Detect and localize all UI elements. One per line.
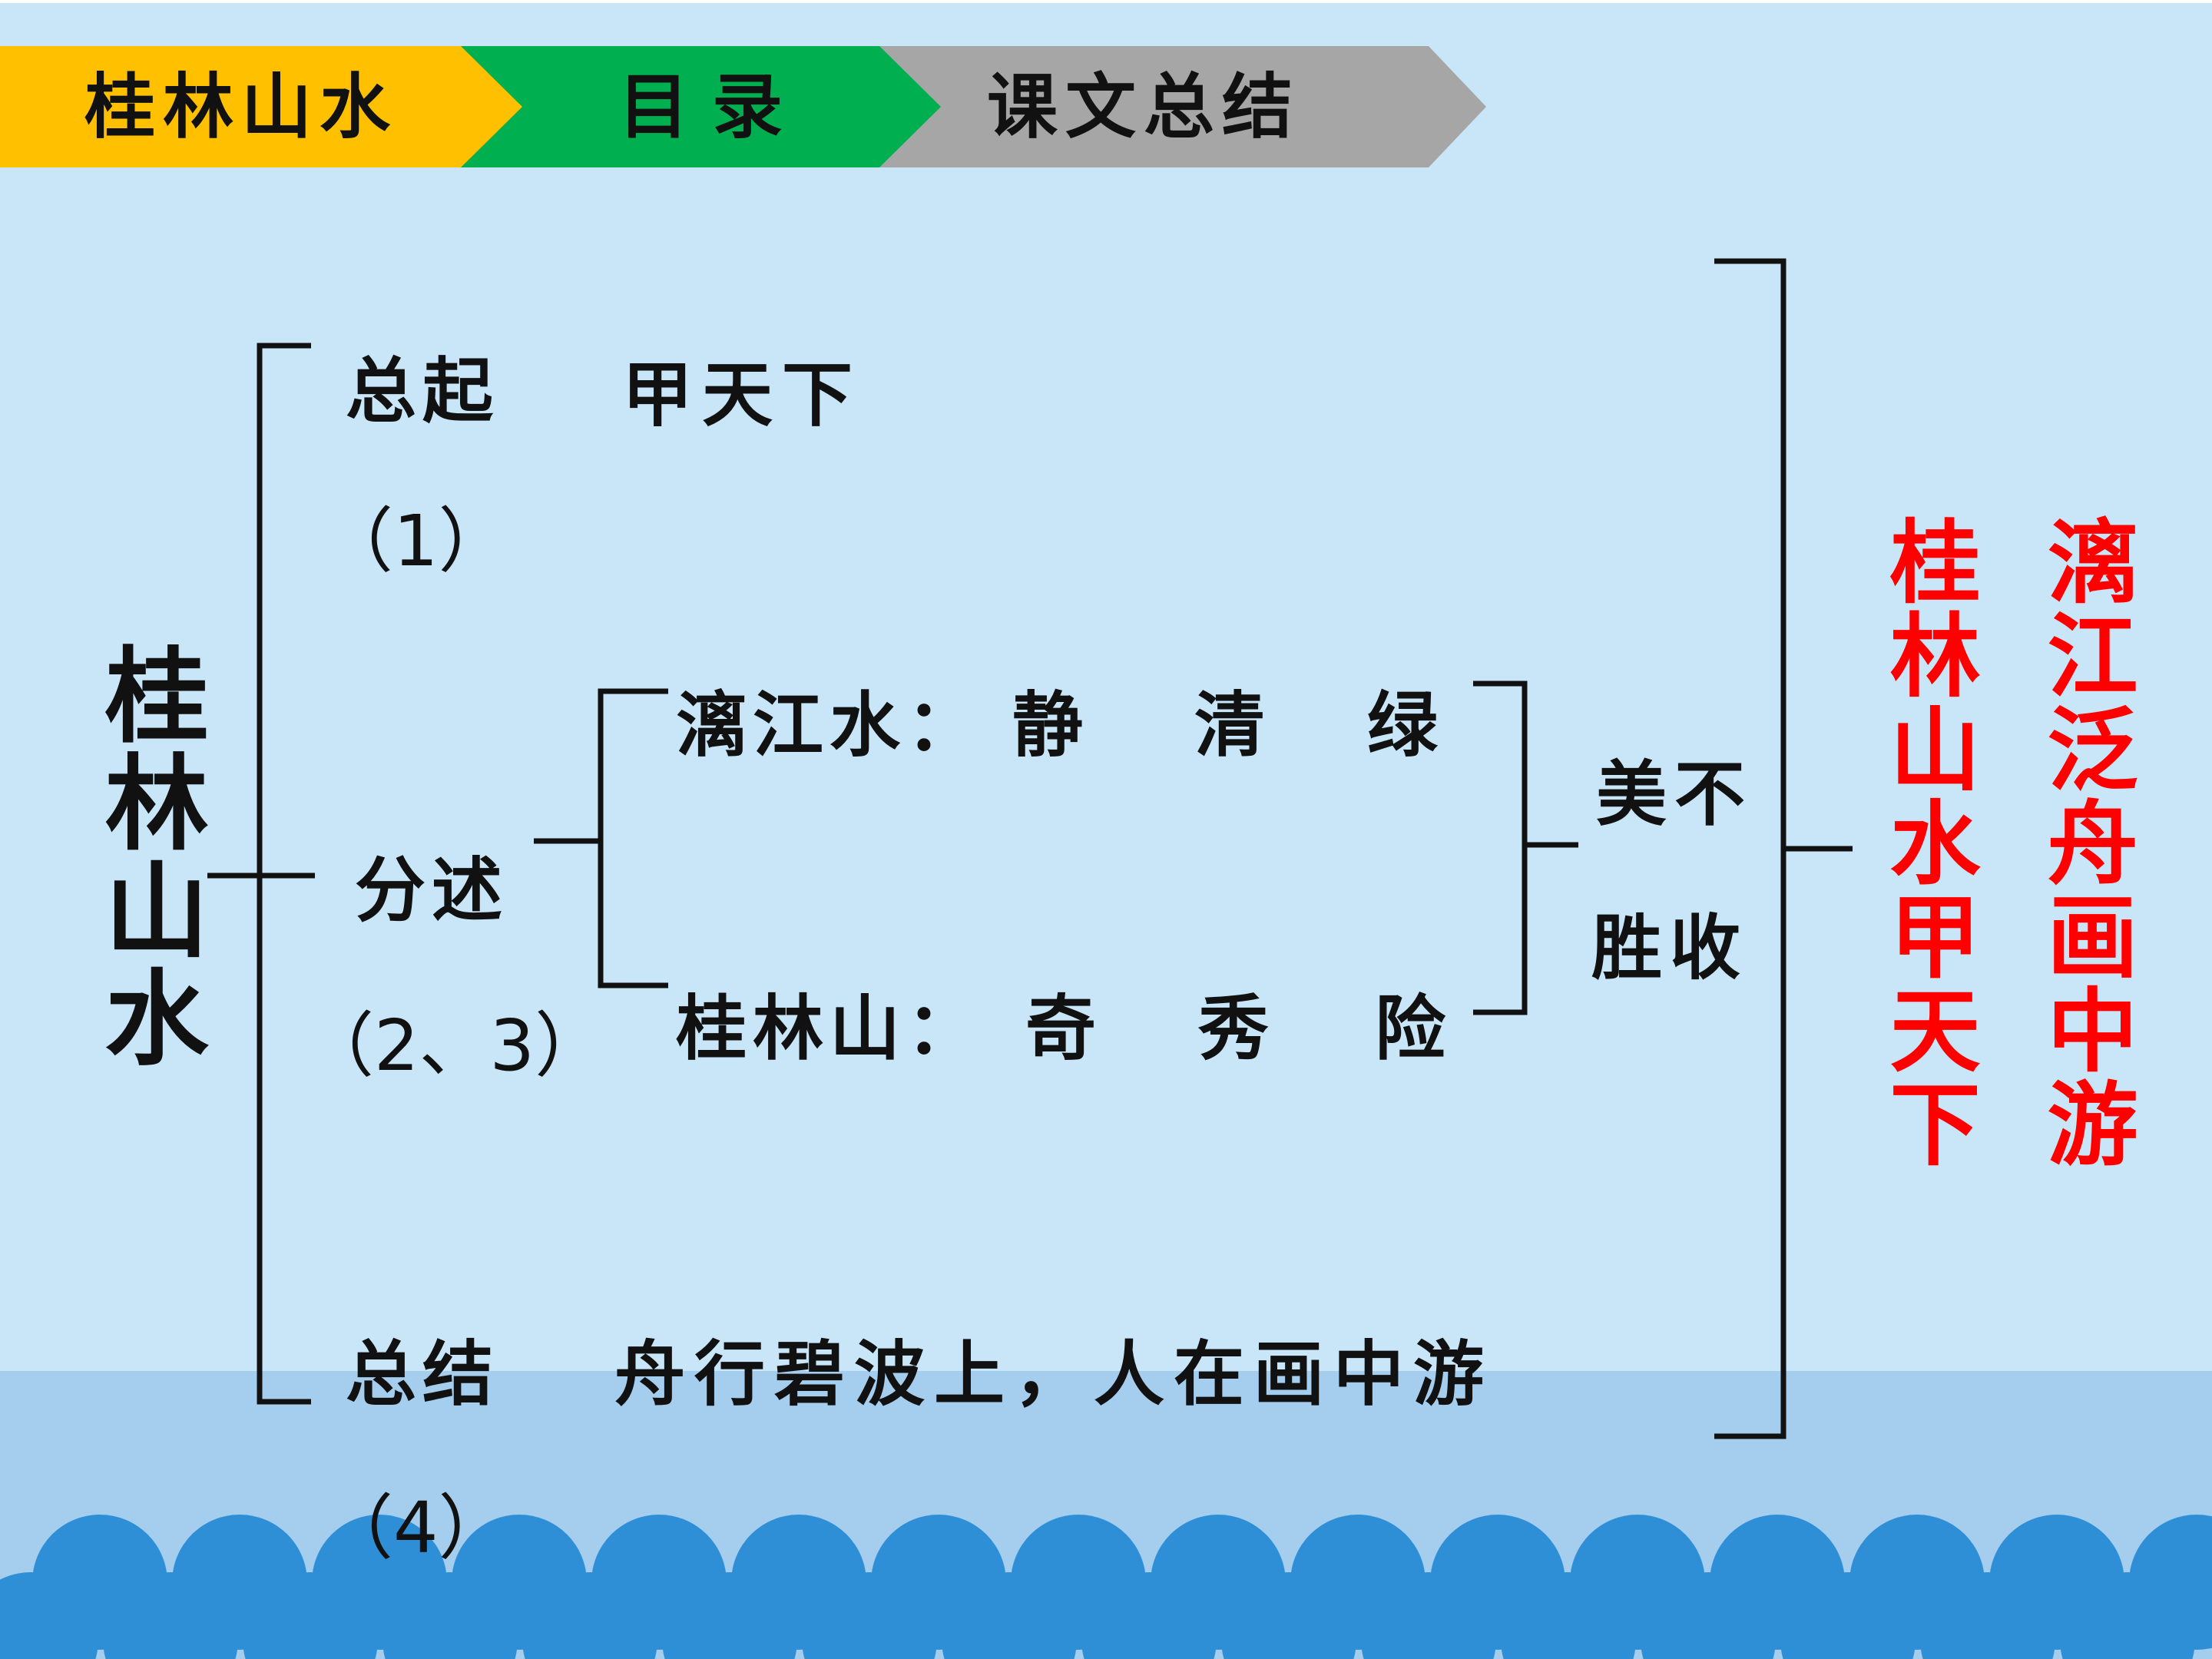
mountain-trait-1: 奇 bbox=[1025, 987, 1097, 1070]
water-title: 漓江水： bbox=[676, 684, 984, 767]
tab-bg-green bbox=[461, 46, 941, 167]
red-summary-right: 漓江泛舟画中游 bbox=[2032, 515, 2138, 1171]
conclusion-heading: 总结 bbox=[346, 1333, 500, 1416]
conclusion-summary: 舟行碧波上，人在画中游 bbox=[614, 1333, 1494, 1416]
merge-text-line2: 胜收 bbox=[1591, 906, 1749, 989]
detail-paragraphs: （2、3） bbox=[303, 1005, 606, 1087]
intro-paragraphs: （1） bbox=[323, 500, 509, 582]
intro-summary: 甲天下 bbox=[622, 353, 863, 436]
water-trait-2: 清 bbox=[1194, 684, 1266, 767]
nav-arrows bbox=[0, 0, 2212, 167]
tab-summary[interactable]: 课文总结 bbox=[987, 65, 1301, 148]
intro-heading: 总起 bbox=[346, 349, 500, 432]
tab-bg-gray bbox=[879, 46, 1486, 167]
root-title: 桂林山水 bbox=[87, 641, 209, 1071]
water-trait-3: 绿 bbox=[1367, 684, 1439, 767]
tab-bg-yellow bbox=[0, 46, 522, 167]
detail-heading: 分述 bbox=[355, 849, 509, 932]
water-trait-1: 静 bbox=[1012, 684, 1084, 767]
tab-contents[interactable]: 目录 bbox=[618, 65, 806, 148]
conclusion-paragraphs: （4） bbox=[323, 1487, 509, 1569]
sea-decoration bbox=[0, 1371, 2212, 1659]
tab-guilin[interactable]: 桂林山水 bbox=[84, 65, 399, 148]
mountain-title: 桂林山： bbox=[676, 987, 984, 1070]
mountain-trait-3: 险 bbox=[1375, 987, 1446, 1070]
red-summary-left: 桂林山水甲天下 bbox=[1874, 515, 1981, 1171]
merge-text-line1: 美不 bbox=[1596, 753, 1753, 836]
mountain-trait-2: 秀 bbox=[1198, 987, 1270, 1070]
